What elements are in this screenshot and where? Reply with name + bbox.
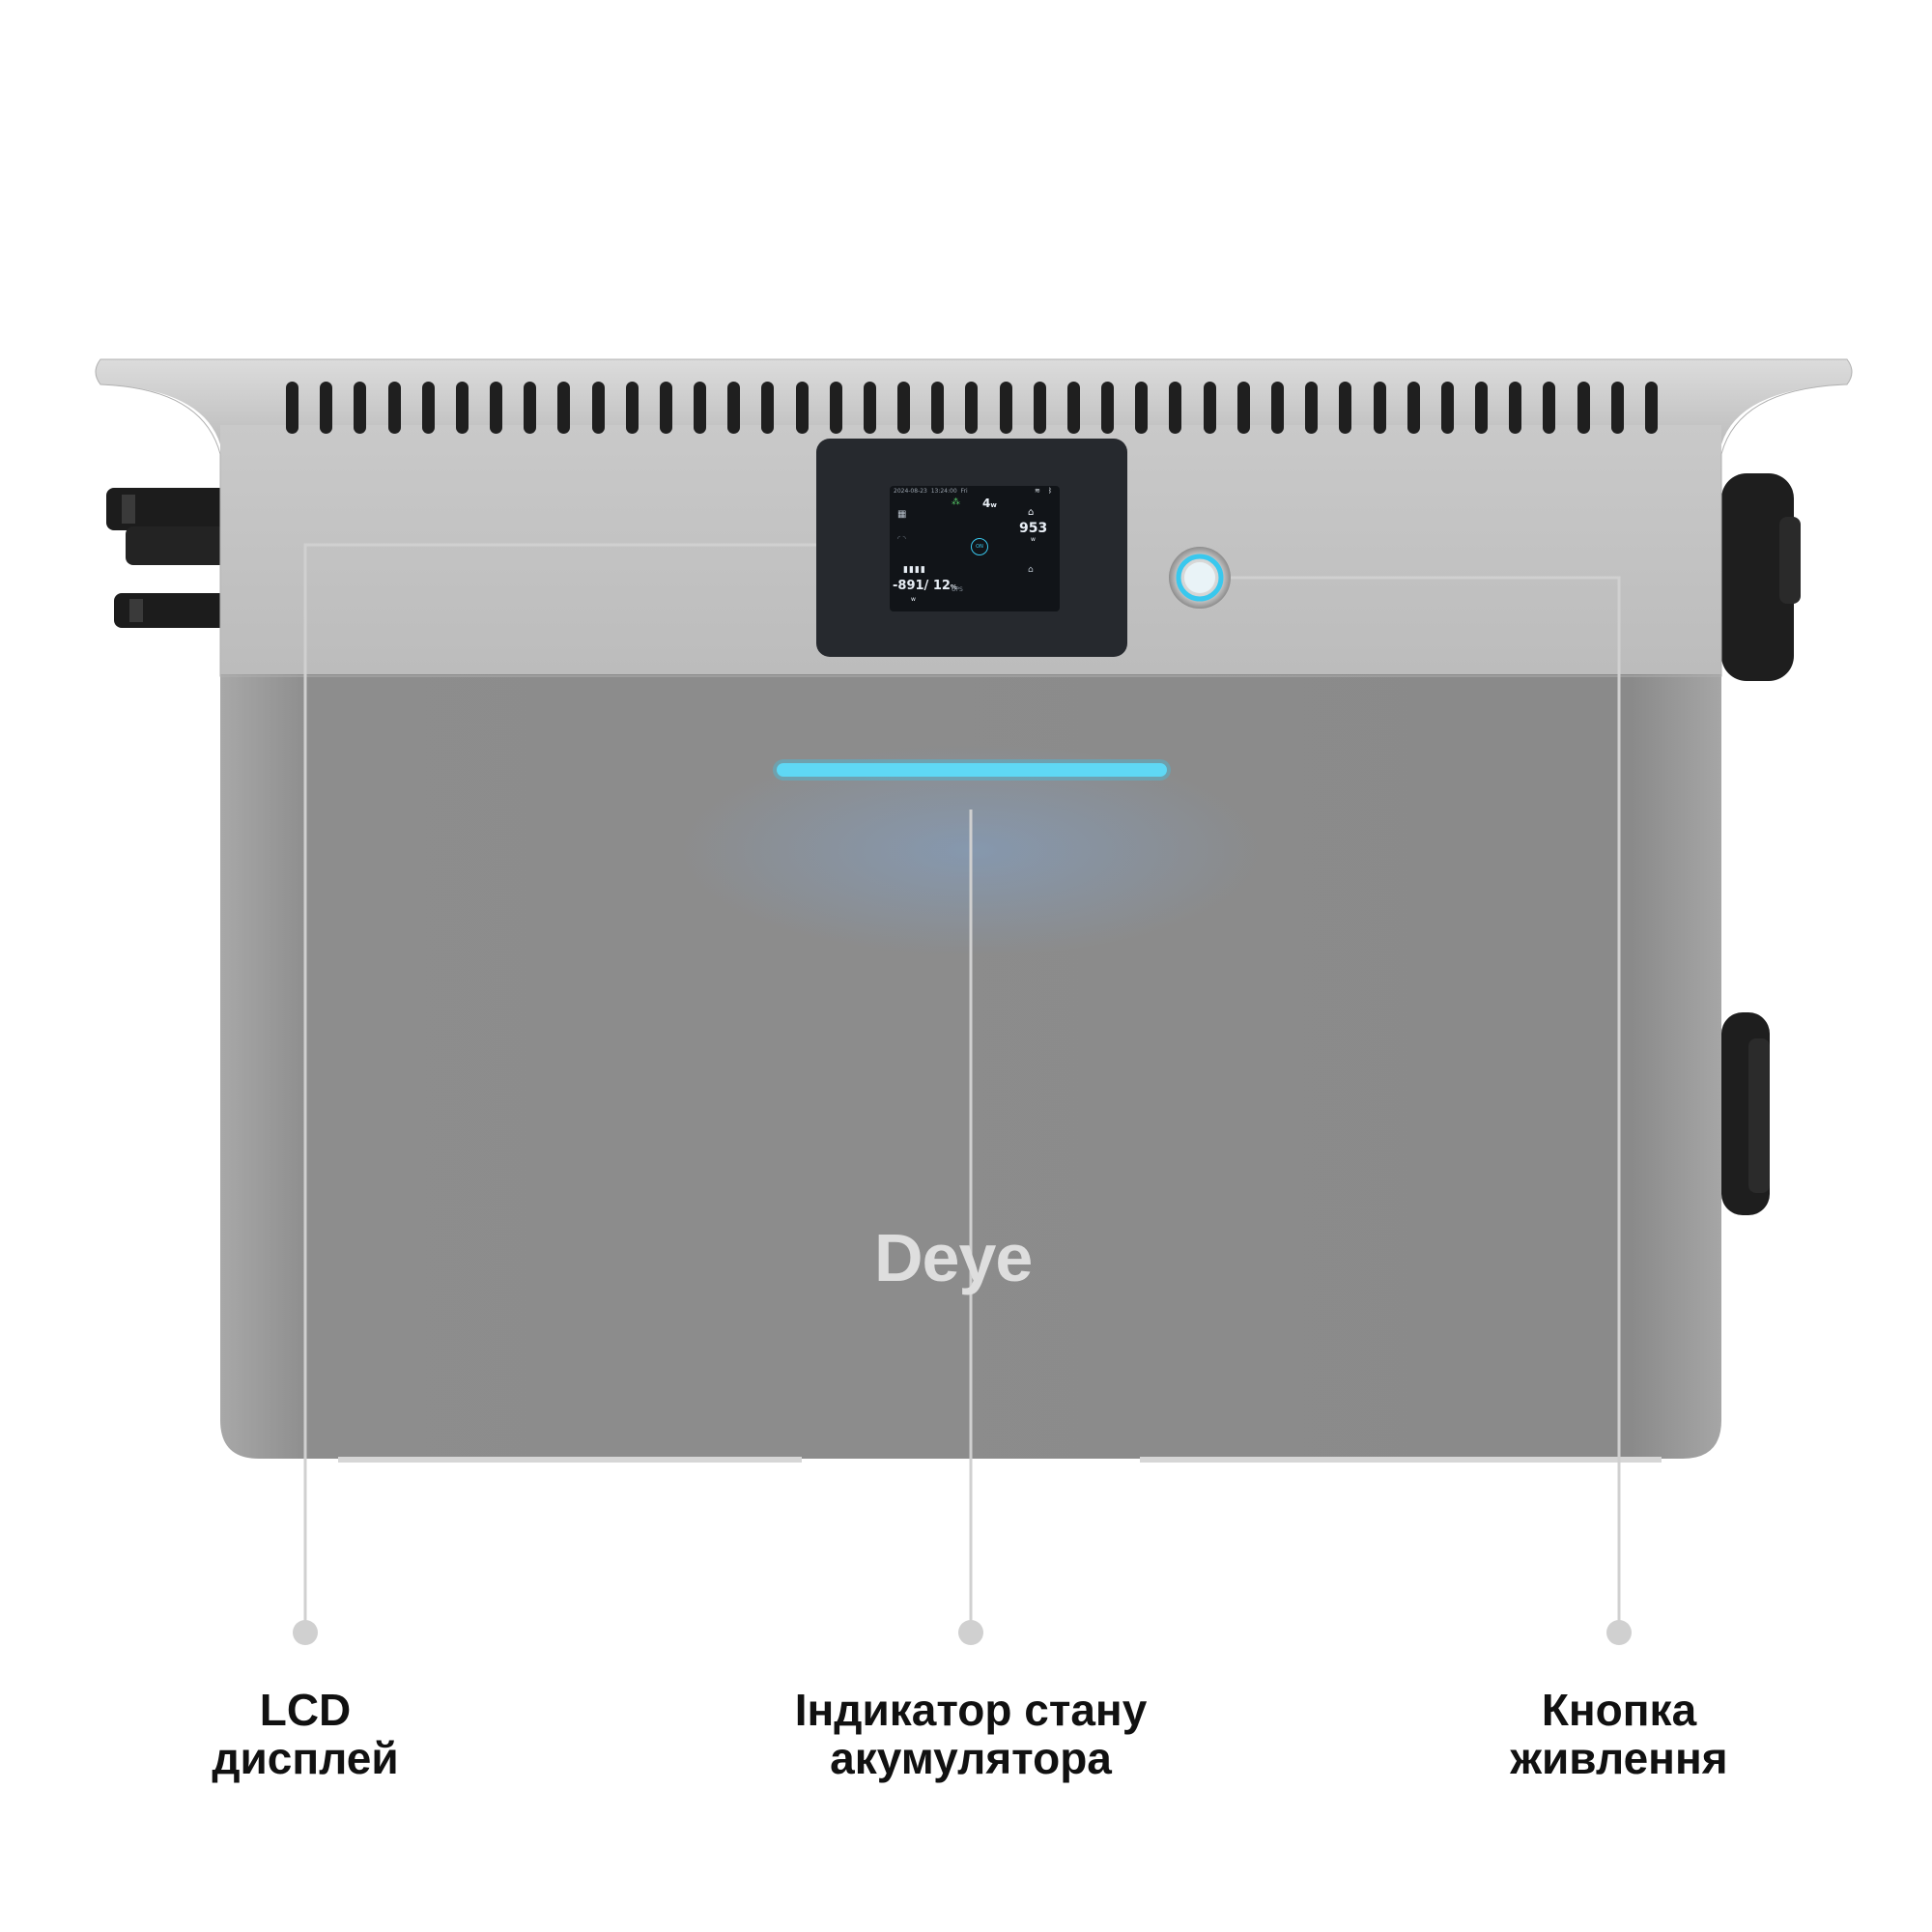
power-button[interactable] bbox=[1169, 547, 1231, 609]
home-icon: ⌂ bbox=[1028, 507, 1035, 518]
load-icon: ⌂ bbox=[1028, 565, 1034, 575]
vent-slot bbox=[761, 382, 775, 434]
vent-slot bbox=[1203, 382, 1216, 434]
vent-slot bbox=[1509, 382, 1522, 434]
left-gauge: ◜ ◝ bbox=[897, 534, 906, 543]
vent-slot bbox=[659, 382, 672, 434]
grid-power-value: 953 bbox=[1019, 521, 1048, 536]
vent-slot bbox=[354, 382, 367, 434]
vent-slot bbox=[1236, 382, 1250, 434]
battery-power-unit: w bbox=[911, 596, 916, 603]
bluetooth-icon: ᛒ bbox=[1048, 487, 1053, 495]
vent-slot bbox=[421, 382, 435, 434]
vent-slot bbox=[557, 382, 571, 434]
vent-slot bbox=[1033, 382, 1046, 434]
lcd-screen[interactable]: 2024-08-23 13:24:00 Fri ≋ ᛒ ⁂ 4w ▦ ◜ ◝ O… bbox=[890, 486, 1060, 611]
label-indicator-line2: акумулятора bbox=[830, 1733, 1112, 1783]
mode-label: UPS bbox=[952, 586, 963, 593]
grid-power-unit: w bbox=[1031, 536, 1036, 543]
battery-soc-value: 12 bbox=[932, 579, 951, 593]
vent-slot bbox=[1406, 382, 1420, 434]
right-side-ports bbox=[1721, 473, 1801, 1215]
vent-slot bbox=[829, 382, 842, 434]
vent-slot bbox=[694, 382, 707, 434]
vent-slot bbox=[727, 382, 741, 434]
vent-slot bbox=[625, 382, 639, 434]
callout-dots bbox=[293, 1620, 1632, 1645]
vent-slot bbox=[897, 382, 911, 434]
vent-slot bbox=[1169, 382, 1182, 434]
vent-slot bbox=[1475, 382, 1489, 434]
vent-slot bbox=[1101, 382, 1115, 434]
vent-slot bbox=[795, 382, 809, 434]
vent-slot bbox=[1373, 382, 1386, 434]
vent-slot bbox=[1270, 382, 1284, 434]
vent-slot bbox=[455, 382, 469, 434]
grid-tower-icon: ▦ bbox=[897, 509, 907, 520]
vent-slot bbox=[1610, 382, 1624, 434]
battery-power-value: -891 bbox=[893, 579, 924, 593]
vent-slot bbox=[1577, 382, 1590, 434]
vent-slot bbox=[931, 382, 945, 434]
vent-slot bbox=[1305, 382, 1319, 434]
vent-slot bbox=[1440, 382, 1454, 434]
label-power-line2: живлення bbox=[1510, 1733, 1728, 1783]
vent-slot bbox=[490, 382, 503, 434]
left-cable-connectors bbox=[106, 488, 227, 628]
battery-soc-unit: % bbox=[950, 583, 957, 591]
vent-slot bbox=[286, 382, 298, 434]
vent-slot bbox=[1543, 382, 1556, 434]
ventilation-slots bbox=[286, 382, 1658, 434]
vent-slot bbox=[320, 382, 333, 434]
vent-slot bbox=[1066, 382, 1080, 434]
screen-center-state: ON bbox=[971, 538, 988, 555]
callout-lines bbox=[303, 543, 1621, 1633]
screen-day: Fri bbox=[960, 488, 968, 495]
label-lcd-line2: дисплей bbox=[212, 1733, 399, 1783]
vent-slot bbox=[1644, 382, 1658, 434]
label-power-line1: Кнопка bbox=[1541, 1685, 1697, 1735]
label-battery-indicator: Індикатор стану акумулятора bbox=[700, 1686, 1241, 1782]
battery-icon: ▮▮▮▮ bbox=[903, 565, 926, 575]
pv-power-value: 4 bbox=[982, 497, 991, 510]
wifi-icon: ≋ bbox=[1035, 487, 1040, 495]
vent-slot bbox=[1339, 382, 1352, 434]
screen-time: 13:24:00 bbox=[930, 488, 957, 495]
label-lcd-line1: LCD bbox=[259, 1685, 352, 1735]
battery-status-light bbox=[773, 759, 1171, 781]
brand-logo: Deye bbox=[874, 1220, 1033, 1295]
label-power-button: Кнопка живлення bbox=[1349, 1686, 1889, 1782]
vent-slot bbox=[591, 382, 605, 434]
vent-slot bbox=[999, 382, 1012, 434]
vent-slot bbox=[387, 382, 401, 434]
solar-icon: ⁂ bbox=[952, 497, 960, 507]
vent-slot bbox=[863, 382, 876, 434]
label-lcd-display: LCD дисплей bbox=[35, 1686, 576, 1782]
label-indicator-line1: Індикатор стану bbox=[794, 1685, 1148, 1735]
screen-date: 2024-08-23 bbox=[894, 488, 927, 495]
pv-power-unit: w bbox=[990, 501, 997, 509]
vent-slot bbox=[965, 382, 979, 434]
vent-slot bbox=[524, 382, 537, 434]
vent-slot bbox=[1135, 382, 1149, 434]
